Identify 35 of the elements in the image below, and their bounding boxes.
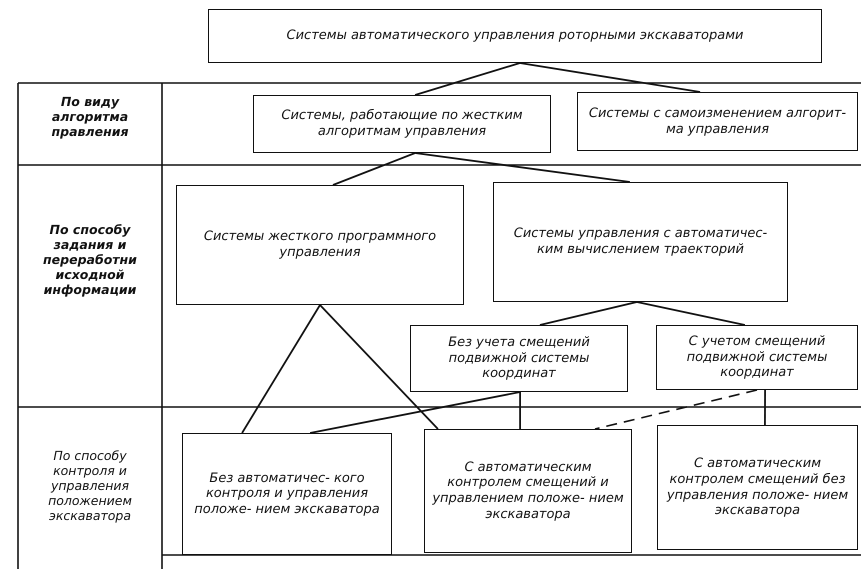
box-text: С автоматическим контролем смещений без управления положе- нием экскаватора — [666, 456, 850, 519]
box-text: Системы автоматического управления роторными экскаваторами — [286, 28, 744, 44]
row-heading: По способу задания и переработни исходной информации — [42, 222, 138, 297]
box-text: Системы жесткого программного управления — [202, 229, 438, 261]
connector-line — [332, 152, 416, 186]
box-text: Без учета смещений подвижной системы координат — [447, 335, 591, 382]
connector-line — [636, 301, 746, 326]
connector-line — [520, 62, 700, 93]
connector-line — [519, 392, 521, 429]
box-text: Системы, работающие по жестким алгоритмам управления — [280, 108, 524, 140]
connector-line — [414, 62, 520, 96]
box-text: Системы с самоизменением алгорит- ма управления — [588, 106, 848, 138]
connector-line — [241, 304, 321, 434]
category-box — [208, 9, 822, 63]
box-text: С учетом смещений подвижной системы координат — [686, 334, 828, 381]
connector-line — [540, 301, 638, 326]
connector-line — [414, 152, 630, 183]
category-box — [176, 185, 464, 305]
category-box — [424, 429, 632, 553]
connector-line — [310, 391, 520, 434]
row-heading: По виду алгоритма правления — [50, 94, 130, 139]
connector-line — [594, 389, 758, 430]
connector-line — [319, 304, 439, 430]
category-box — [657, 425, 858, 550]
category-box — [493, 182, 788, 302]
category-box — [253, 95, 551, 153]
box-text: Системы управления с автоматичес- ким вычислением траекторий — [512, 226, 768, 258]
category-box — [577, 92, 858, 151]
category-box — [182, 433, 392, 555]
box-text: С автоматическим контролем смещений и управлением положе- нием экскаватора — [431, 460, 625, 522]
category-box — [410, 325, 628, 392]
box-text: Без автоматичес- кого контроля и управления положе- нием экскаватора — [193, 470, 381, 518]
row-heading: По способу контроля и управления положением экскаватора — [47, 448, 133, 523]
connector-line — [764, 390, 766, 425]
category-box — [656, 325, 858, 390]
